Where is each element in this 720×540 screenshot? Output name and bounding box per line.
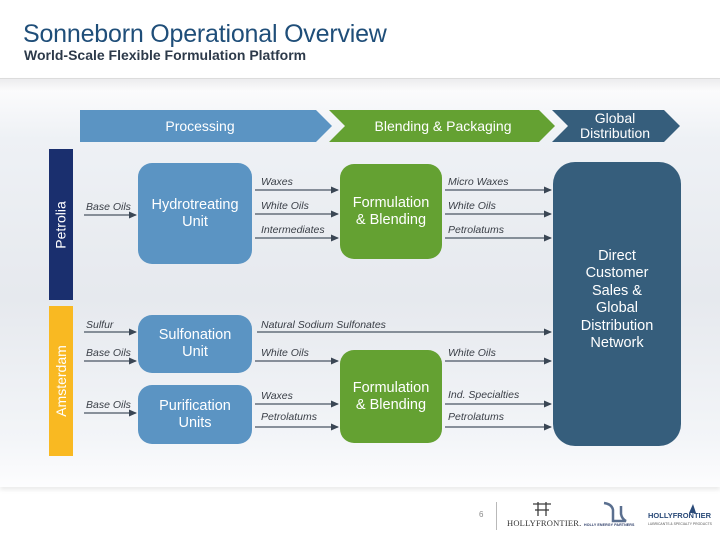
logo-subtext: LUBRICANTS & SPECIALTY PRODUCTS: [648, 522, 712, 526]
logo-text: HOLLY ENERGY PARTNERS: [584, 523, 635, 527]
sulfonation-unit: Sulfonation Unit: [138, 315, 252, 373]
flow-label-ind-specialties: Ind. Specialties: [448, 389, 520, 401]
unit-label: Hydrotreating Unit: [151, 196, 239, 230]
unit-label: Sulfonation Unit: [158, 327, 232, 360]
hydrotreating-unit: Hydrotreating Unit: [138, 163, 252, 264]
lubricants-emblem-icon: [689, 504, 696, 513]
logo-text: HOLLYFRONTIER.: [507, 518, 582, 528]
stage-processing: Processing: [80, 110, 332, 142]
stage-blending-packaging: Blending & Packaging: [329, 110, 555, 142]
stage-label: Global Distribution: [580, 110, 651, 141]
flow-label-white-oils: White Oils: [261, 347, 309, 359]
flow-label-micro-waxes: Micro Waxes: [448, 176, 509, 188]
flow-label-waxes: Waxes: [261, 390, 293, 402]
flow-label-intermediates: Intermediates: [261, 224, 325, 236]
formulation-blending-petrolia: Formulation & Blending: [340, 164, 442, 259]
holly-energy-partners-logo: HOLLY ENERGY PARTNERS: [582, 500, 644, 530]
hep-emblem-icon: [603, 501, 627, 523]
site-petrolia: Petrolia: [49, 149, 73, 300]
purification-units: Purification Units: [138, 385, 252, 444]
flow-label-base-oils: Base Oils: [86, 347, 131, 359]
flow-label-base-oils: Base Oils: [86, 399, 131, 411]
hollyfrontier-logo: HOLLYFRONTIER.: [507, 500, 581, 530]
logo-text: HOLLYFRONTIER: [648, 511, 712, 520]
formulation-blending-amsterdam: Formulation & Blending: [340, 350, 442, 443]
site-amsterdam: Amsterdam: [49, 306, 73, 456]
slide-title: Sonneborn Operational Overview: [23, 20, 387, 48]
flow-label-petrolatums: Petrolatums: [448, 411, 505, 423]
distribution-network: Direct Customer Sales & Global Distribut…: [553, 162, 681, 446]
unit-label: Formulation & Blending: [352, 379, 430, 413]
stage-label: Processing: [165, 117, 235, 134]
page-number: 6: [479, 510, 484, 519]
flow-label-sulfur: Sulfur: [86, 319, 114, 331]
hollyfrontier-emblem-icon: [533, 502, 551, 516]
hollyfrontier-lubricants-logo: HOLLYFRONTIER LUBRICANTS & SPECIALTY PRO…: [647, 502, 713, 530]
site-label: Amsterdam: [53, 345, 70, 417]
slide-subtitle: World-Scale Flexible Formulation Platfor…: [24, 47, 307, 63]
flow-label-petrolatums: Petrolatums: [261, 411, 318, 423]
site-label: Petrolia: [53, 200, 69, 249]
unit-label: Formulation & Blending: [352, 194, 430, 228]
unit-label: Purification Units: [159, 397, 231, 431]
stage-global-distribution: Global Distribution: [552, 110, 680, 142]
footer-divider: [496, 502, 497, 530]
stage-label: Blending & Packaging: [374, 117, 512, 134]
flow-label-petrolatums: Petrolatums: [448, 224, 505, 236]
flow-label-waxes: Waxes: [261, 176, 293, 188]
flow-label-white-oils: White Oils: [448, 347, 496, 359]
flow-label-white-oils: White Oils: [261, 200, 309, 212]
flow-label-natural-sodium-sulfonates: Natural Sodium Sulfonates: [261, 319, 386, 331]
flow-label-white-oils: White Oils: [448, 200, 496, 212]
unit-label: Direct Customer Sales & Global Distribut…: [580, 247, 654, 352]
flow-label-base-oils: Base Oils: [86, 201, 131, 213]
